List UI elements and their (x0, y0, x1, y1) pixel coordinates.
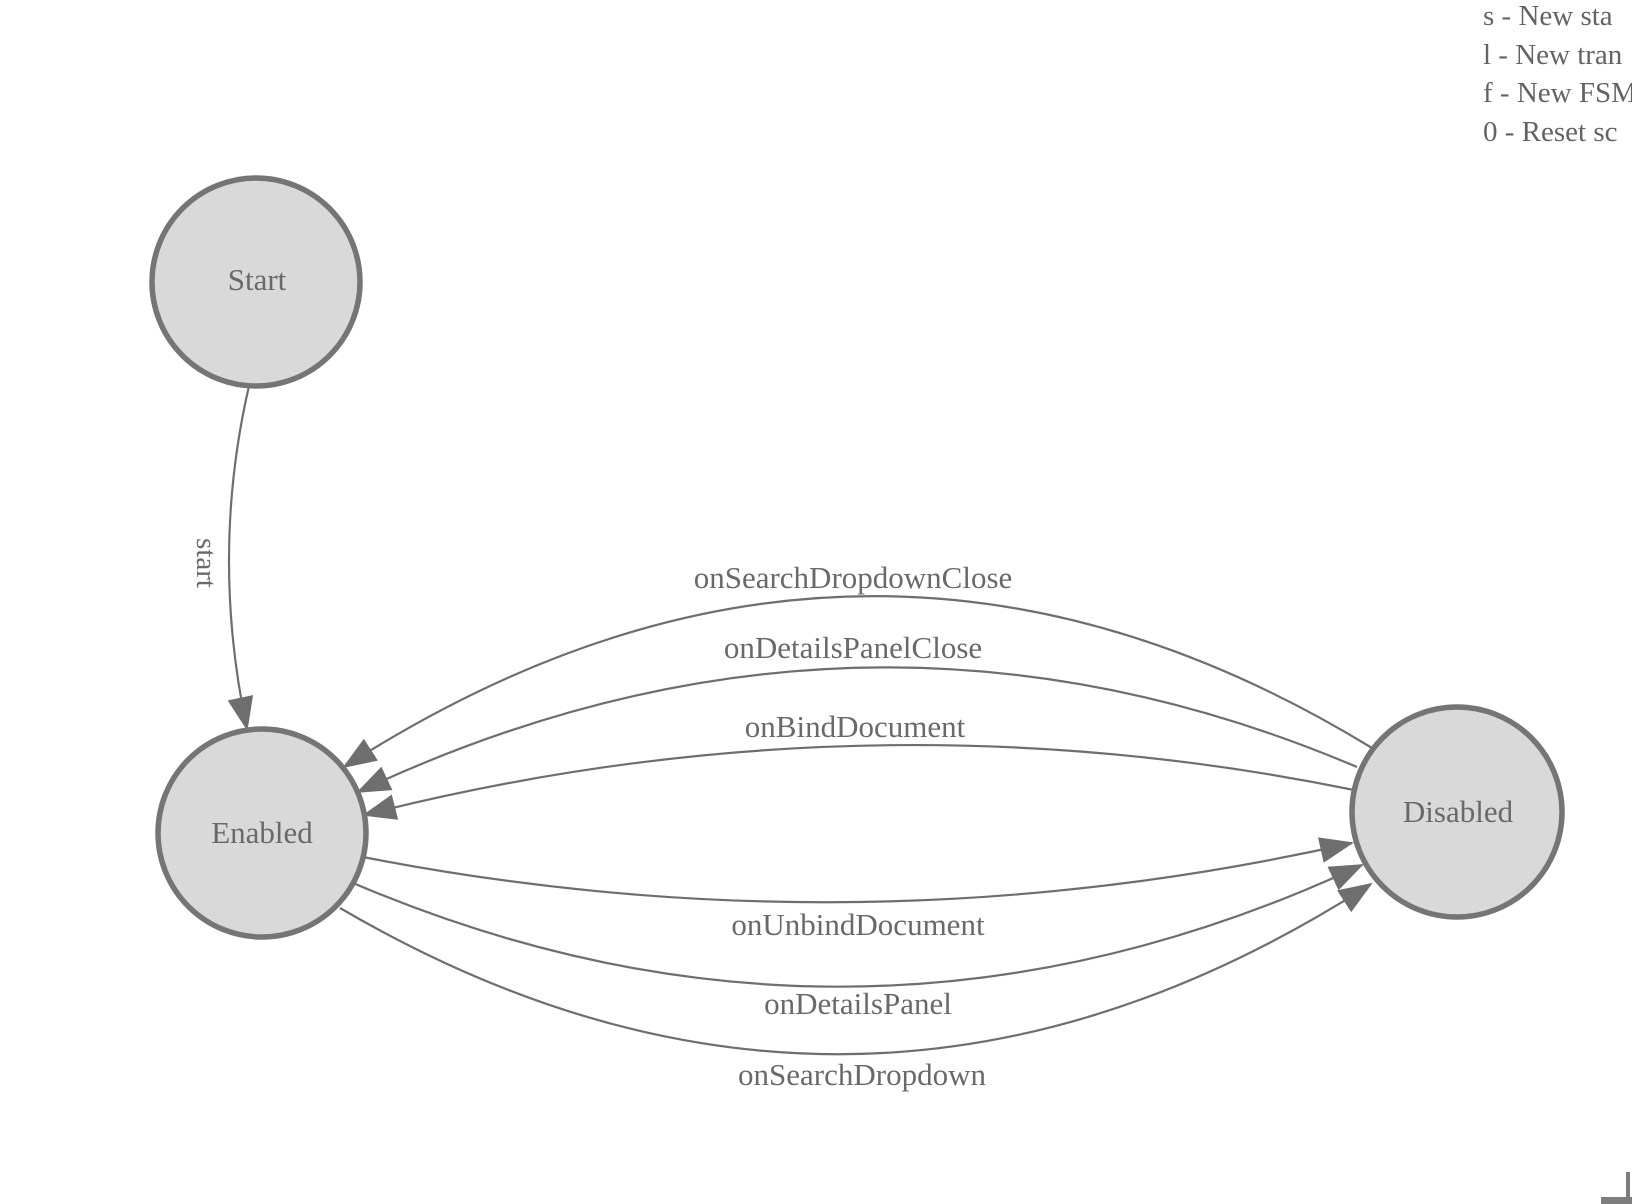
state-start[interactable] (149, 175, 363, 389)
clipped-corner-shape-vertical (1626, 1172, 1630, 1204)
transition-onBindDocument-edge[interactable] (362, 743, 1355, 820)
transition-label-onSearchDropdownClose: onSearchDropdownClose (694, 560, 1013, 595)
transition-label-onDetailsPanelClose: onDetailsPanelClose (724, 630, 982, 665)
shortcut-legend: s - New sta l - New tran f - New FSM 0 -… (1483, 0, 1632, 151)
transition-onUnbindDocument-edge[interactable] (362, 837, 1354, 904)
transition-label-start: start (190, 538, 222, 588)
shortcut-new-state: s - New sta (1483, 0, 1613, 32)
state-enabled[interactable] (155, 726, 369, 940)
transition-label-onDetailsPanel: onDetailsPanel (764, 986, 952, 1021)
transition-label-onBindDocument: onBindDocument (745, 709, 966, 744)
state-disabled[interactable] (1349, 704, 1565, 920)
transition-onDetailsPanelClose-edge[interactable] (356, 666, 1358, 793)
shortcut-new-transition: l - New tran (1483, 38, 1623, 71)
state-start-label: Start (228, 262, 287, 297)
transition-label-onUnbindDocument: onUnbindDocument (731, 907, 985, 942)
transition-onSearchDropdown-edge[interactable] (339, 882, 1373, 1056)
clipped-corner-shape-horizontal (1601, 1197, 1632, 1204)
transition-start-edge[interactable] (227, 385, 254, 731)
transition-label-onSearchDropdown: onSearchDropdown (738, 1057, 986, 1092)
shortcut-reset: 0 - Reset sc (1483, 115, 1618, 148)
shortcut-new-fsm: f - New FSM (1483, 77, 1632, 110)
transition-onDetailsPanel-edge[interactable] (352, 864, 1364, 988)
state-disabled-label: Disabled (1403, 794, 1514, 829)
transition-onSearchDropdownClose-edge[interactable] (342, 595, 1373, 769)
state-enabled-label: Enabled (211, 815, 313, 850)
